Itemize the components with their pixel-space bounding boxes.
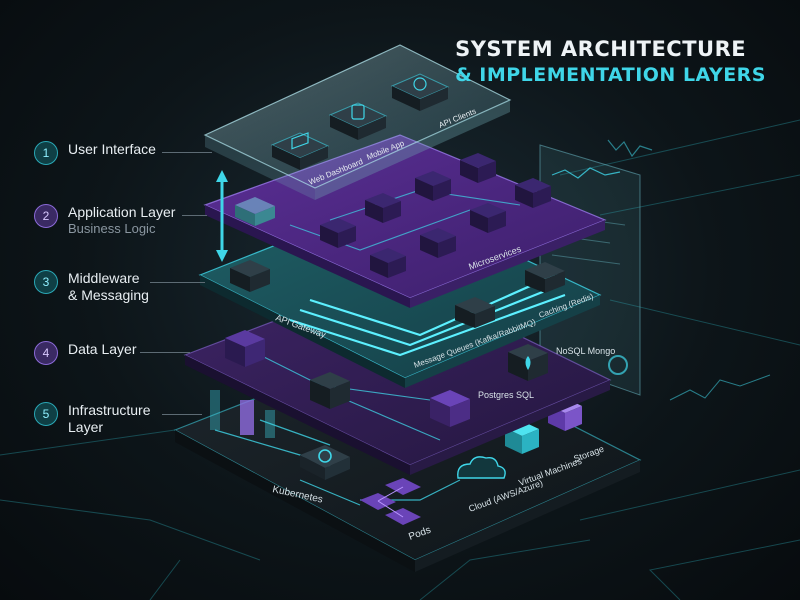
- layer-user-interface: Web Dashboard Mobile App API Clients: [203, 44, 512, 200]
- legend-label: User Interface: [68, 141, 156, 157]
- legend-number: 2: [34, 204, 58, 228]
- legend-item-infrastructure: 5 Infrastructure Layer: [34, 402, 150, 436]
- dashboard-icon: [291, 132, 309, 150]
- microservice-node-5: [420, 228, 456, 258]
- message-queue-pipes: [289, 273, 566, 357]
- microservice-node-3: [415, 171, 451, 201]
- nosql-label: NoSQL Mongo: [556, 346, 615, 356]
- legend-item-middleware: 3 Middleware & Messaging: [34, 270, 149, 304]
- microservice-node-7: [370, 248, 406, 278]
- leader-line: [182, 215, 207, 216]
- legend-item-user-interface: 1 User Interface: [34, 141, 156, 165]
- title-block: SYSTEM ARCHITECTURE & IMPLEMENTATION LAY…: [455, 36, 766, 88]
- microservice-node-1: [320, 218, 356, 248]
- microservice-node-6: [515, 178, 551, 208]
- legend-label: Middleware: [68, 270, 140, 286]
- hud-chart: [607, 139, 771, 401]
- legend-item-data-layer: 4 Data Layer: [34, 341, 136, 365]
- legend-label: Application Layer: [68, 204, 176, 220]
- page-title: SYSTEM ARCHITECTURE: [455, 37, 747, 61]
- legend-number: 4: [34, 341, 58, 365]
- microservice-node-4: [470, 203, 506, 233]
- legend-label: Infrastructure: [68, 402, 151, 418]
- mongo-leaf-icon: [525, 356, 531, 370]
- background-circuit-lines: [0, 119, 800, 600]
- data-cube-1: [225, 330, 265, 367]
- postgres-label: Postgres SQL: [478, 390, 534, 400]
- microservice-node-8: [460, 153, 496, 183]
- leader-line: [140, 352, 190, 353]
- data-cube-2: [310, 372, 350, 409]
- pods-cluster: Pods: [360, 478, 432, 543]
- legend-label-line2: & Messaging: [68, 287, 149, 303]
- layer-flow-arrow: [216, 170, 228, 262]
- legend-number: 5: [34, 402, 58, 426]
- legend-number: 1: [34, 141, 58, 165]
- microservice-node-2: [365, 193, 401, 223]
- infra-server-racks: [210, 390, 275, 438]
- leader-line: [162, 152, 212, 153]
- api-clients-icon: [413, 77, 427, 91]
- nosql-node: NoSQL Mongo: [508, 344, 615, 381]
- business-logic-block: [235, 197, 275, 226]
- legend-label-line2: Layer: [68, 419, 104, 435]
- page-subtitle: & IMPLEMENTATION LAYERS: [455, 64, 766, 86]
- leader-line: [150, 282, 205, 283]
- postgres-node: Postgres SQL: [430, 390, 534, 427]
- kubernetes-icon: [318, 449, 332, 463]
- leader-line: [162, 414, 202, 415]
- legend-sublabel: Business Logic: [68, 221, 156, 236]
- legend-label: Data Layer: [68, 341, 137, 357]
- mobile-icon: [351, 104, 365, 120]
- cloud-icon: [457, 456, 506, 479]
- legend-item-application-layer: 2 Application Layer Business Logic: [34, 204, 175, 237]
- legend-number: 3: [34, 270, 58, 294]
